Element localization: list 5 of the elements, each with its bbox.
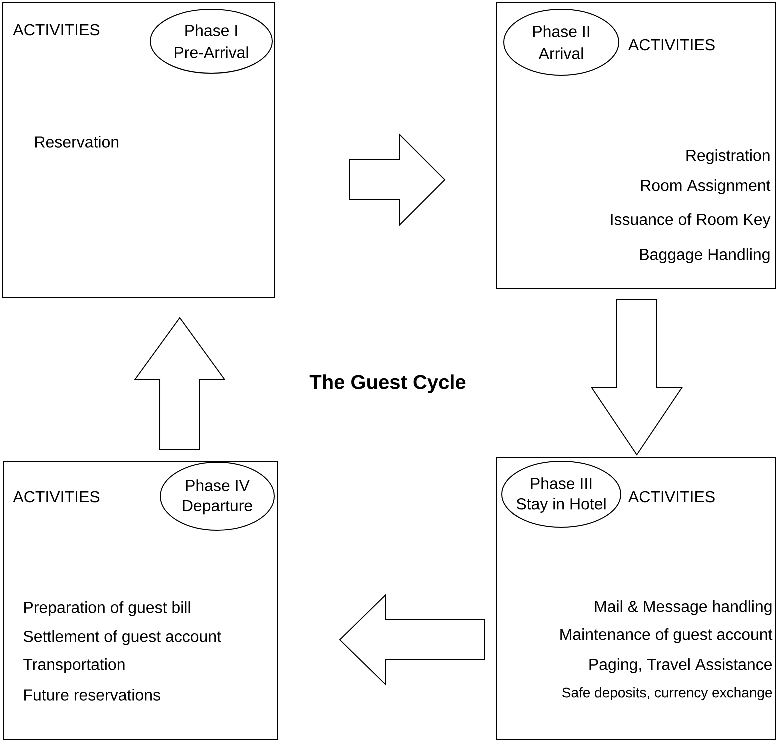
title: The Guest Cycle [310,374,466,394]
block-arrow [339,594,486,686]
block-arrow [350,134,446,226]
block-arrow [134,317,226,450]
block-arrow [591,300,683,456]
